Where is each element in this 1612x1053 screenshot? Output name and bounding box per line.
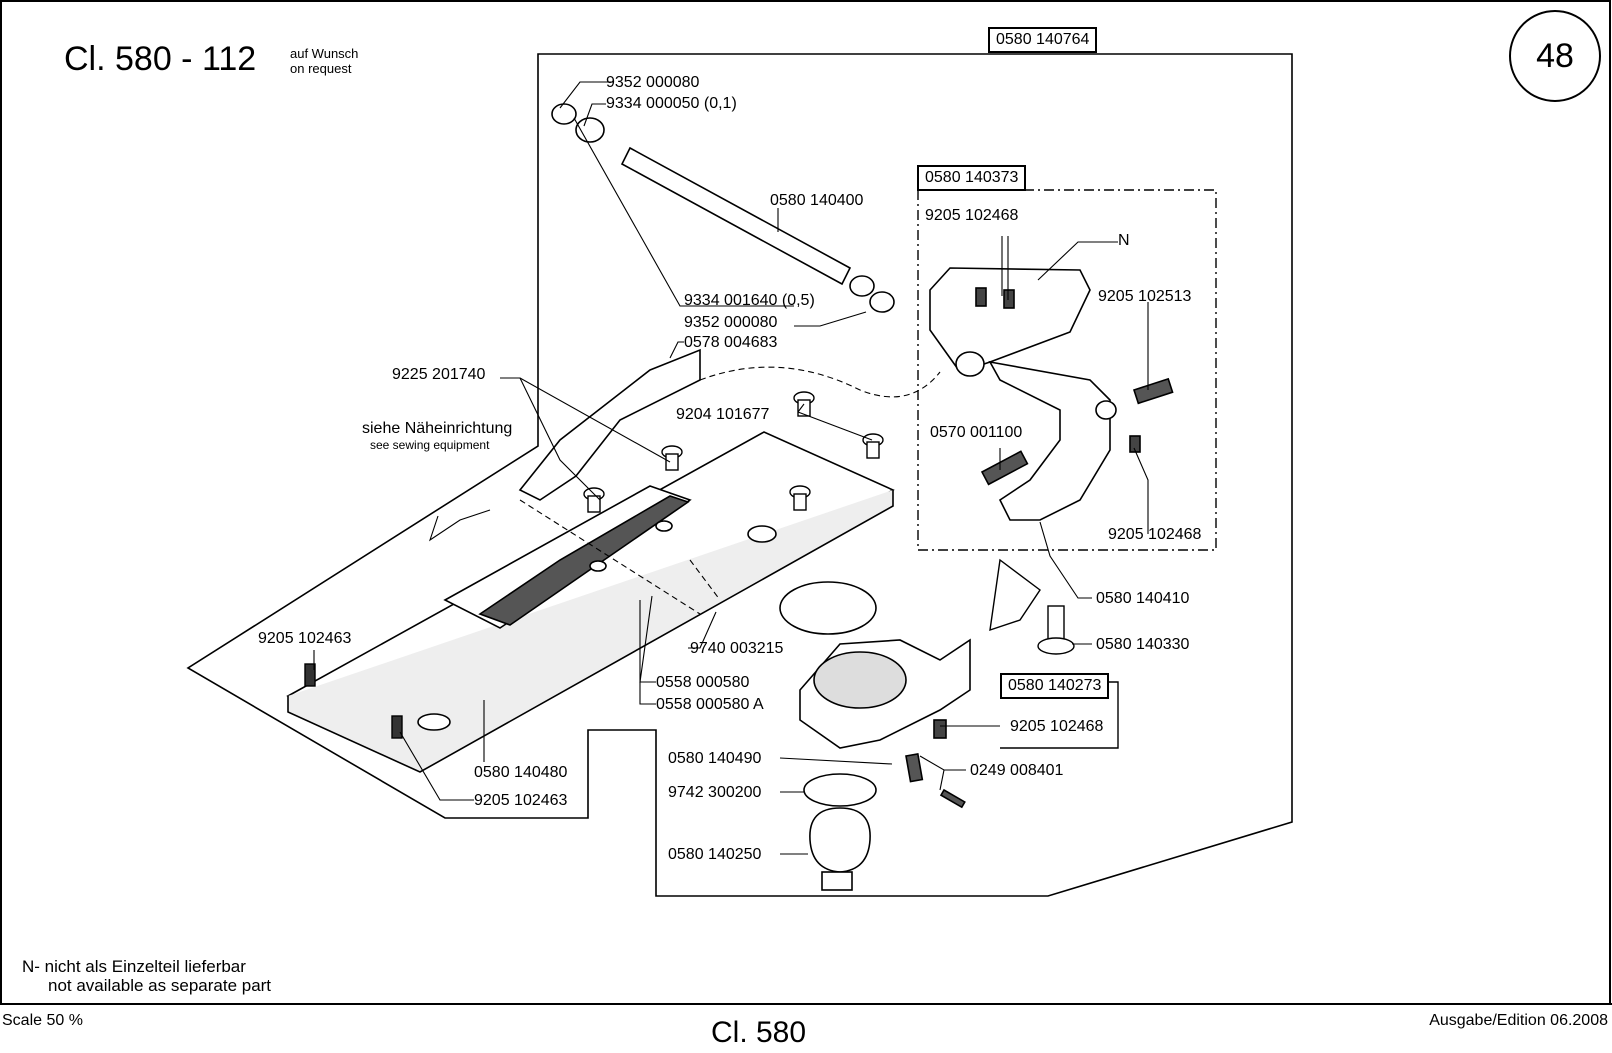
part-label: 0580 140490 [668,750,762,767]
part-label: 9352 000080 [684,314,778,331]
part-label: 9205 102463 [258,630,352,647]
base-assembly [779,581,971,891]
part-label: 9205 102463 [474,792,568,809]
shaft [551,103,895,313]
part-label: N [1118,232,1130,249]
part-label: 9334 001640 (0,5) [684,292,815,309]
arm-assembly-outline [917,189,1217,551]
page-number-badge: 48 [1509,10,1601,102]
part-label: 9742 300200 [668,784,762,801]
part-label: 0558 000580 [656,674,750,691]
pin [1037,605,1075,655]
edition-label: Ausgabe/Edition 06.2008 [1429,1012,1608,1029]
leader-lines [313,81,1149,855]
part-label: 9205 102468 [925,207,1019,224]
part-label: 0558 000580 A [656,696,764,713]
part-label: 9205 102468 [1010,718,1104,735]
part-label: 0580 140330 [1096,636,1190,653]
assembly-box-base: 0580 140273 [1000,673,1110,699]
part-label: 0580 140400 [770,192,864,209]
model-footer: Cl. 580 [711,1016,807,1049]
option-label-de: auf Wunsch [290,46,359,61]
part-label: 9205 102513 [1098,288,1192,305]
part-label: 0580 140480 [474,764,568,781]
lever [518,348,701,501]
availability-note-de: N- nicht als Einzelteil lieferbar [22,957,246,976]
arm-assembly [929,267,1174,521]
part-label: 0570 001100 [930,424,1023,441]
part-label: 9352 000080 [606,74,700,91]
part-label: 0580 140410 [1096,590,1190,607]
part-label: 9225 201740 [392,366,486,383]
availability-note-en: not available as separate part [48,976,272,995]
part-label: 0578 004683 [684,334,778,351]
main-assembly-outline [186,53,1293,897]
scale-label: Scale 50 % [2,1012,83,1029]
assembly-box-main: 0580 140764 [988,27,1098,53]
part-label: 9205 102468 [1108,526,1202,543]
part-label: 0580 140250 [668,846,762,863]
part-label: 0249 008401 [970,762,1064,779]
option-label-en: on request [290,61,352,76]
throat-plate [286,431,895,773]
spring-clip [989,558,1041,632]
part-label: siehe Näheinrichtung [362,420,513,437]
plate-screws [304,391,884,739]
part-label-note: see sewing equipment [370,438,490,452]
part-label: 9334 000050 (0,1) [606,95,737,112]
assembly-box-arm: 0580 140373 [917,165,1027,191]
part-label: 9740 003215 [690,640,784,657]
part-label: 9204 101677 [676,406,770,423]
page-title: Cl. 580 - 112 [64,40,257,78]
